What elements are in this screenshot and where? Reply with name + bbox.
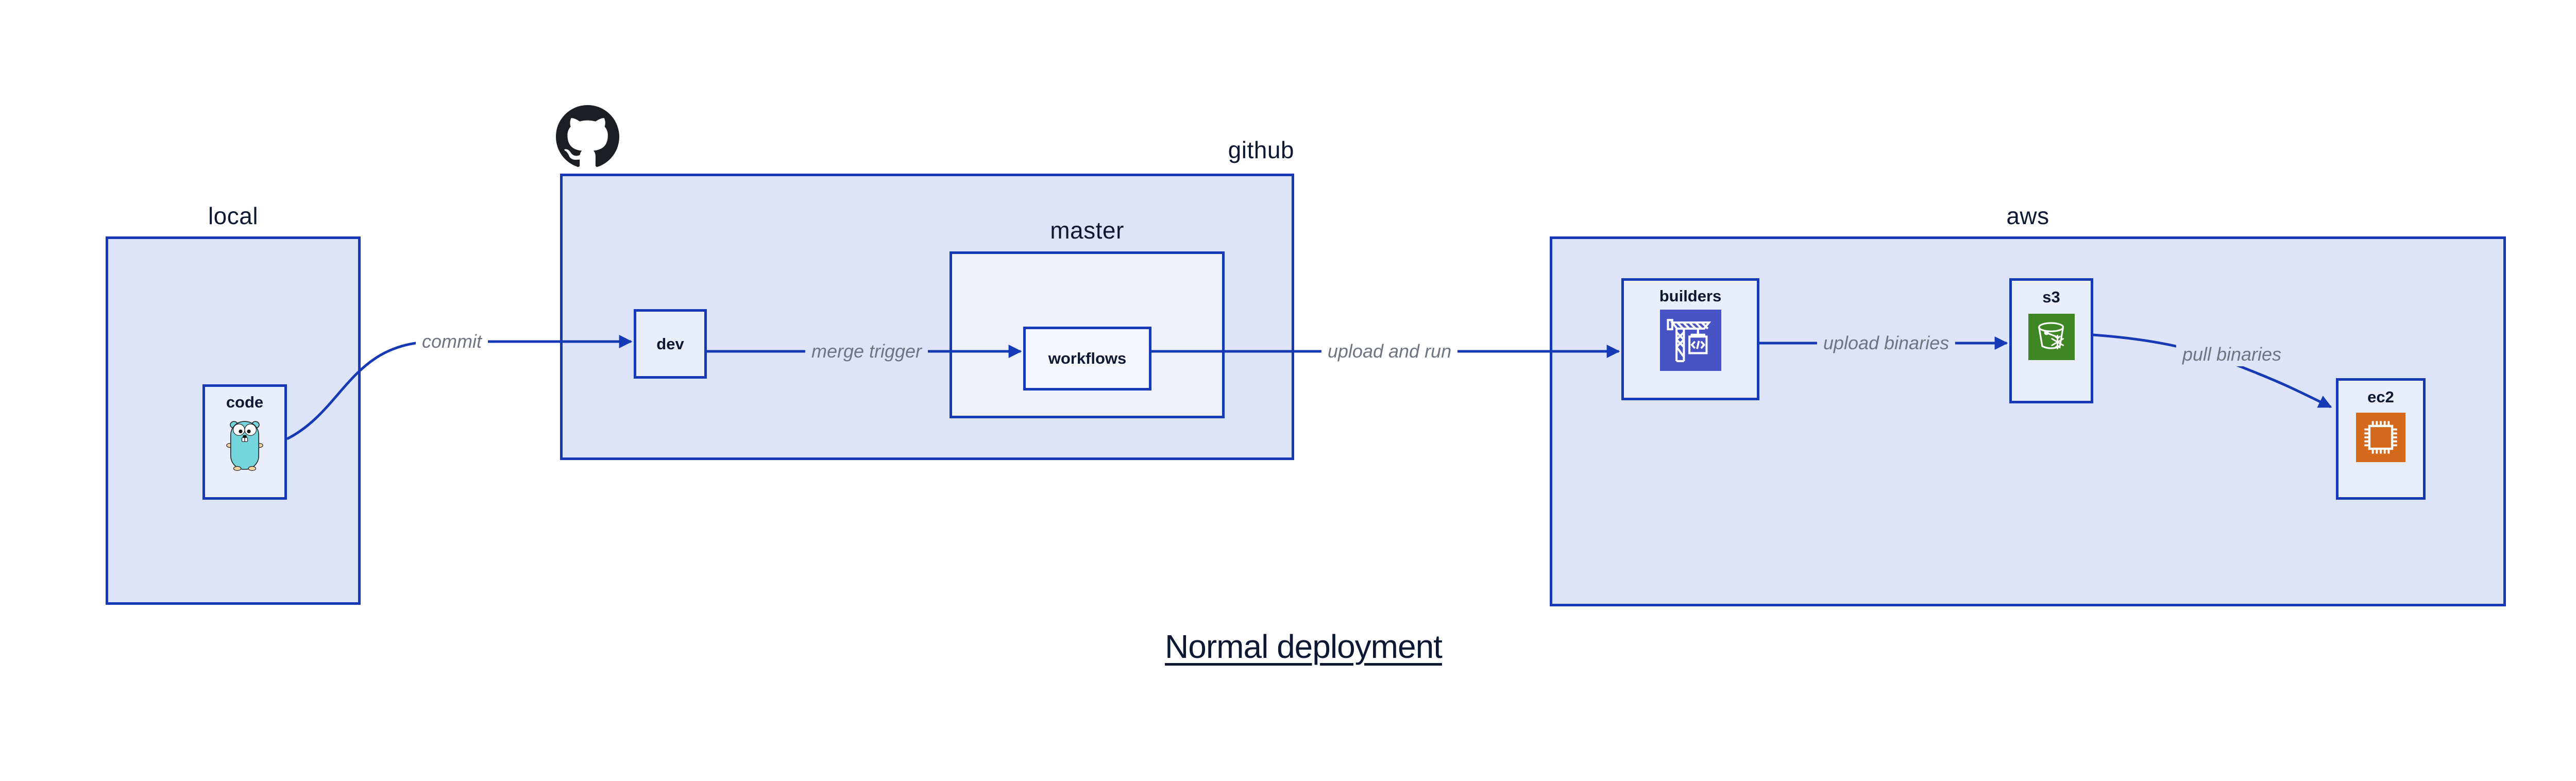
node-s3-label: s3 <box>2042 288 2060 306</box>
go-gopher-icon <box>226 421 263 471</box>
edge-pull-binaries <box>2093 333 2332 409</box>
aws-container-label: aws <box>2006 202 2049 229</box>
local-container-label: local <box>208 202 259 229</box>
master-container-label: master <box>1050 217 1124 244</box>
edge-label-commit: commit <box>416 330 488 353</box>
node-ec2-label: ec2 <box>2367 388 2394 406</box>
node-code-label: code <box>226 393 264 411</box>
edge-label-upload-and-run: upload and run <box>1321 339 1458 363</box>
node-dev-label: dev <box>656 334 684 353</box>
node-workflows-label: workflows <box>1048 349 1127 367</box>
node-workflows: workflows <box>1023 327 1151 390</box>
node-code: code <box>202 384 287 500</box>
edge-commit <box>286 335 633 440</box>
ec2-chip-icon <box>2356 413 2405 462</box>
edge-label-pull-binaries: pull binaries <box>2176 343 2288 366</box>
node-builders: builders <box>1621 278 1759 400</box>
aws-codebuild-crane-icon <box>1659 310 1721 371</box>
edge-label-merge-trigger: merge trigger <box>805 339 928 363</box>
node-dev: dev <box>634 309 707 379</box>
s3-glacier-bucket-icon <box>2028 314 2075 360</box>
node-ec2: ec2 <box>2336 378 2426 500</box>
github-container-label: github <box>1228 137 1294 163</box>
node-builders-label: builders <box>1659 287 1722 305</box>
edge-label-upload-binaries: upload binaries <box>1817 331 1956 355</box>
node-s3: s3 <box>2009 278 2093 403</box>
diagram-title: Normal deployment <box>1165 628 1443 665</box>
github-octocat-icon <box>556 105 619 167</box>
